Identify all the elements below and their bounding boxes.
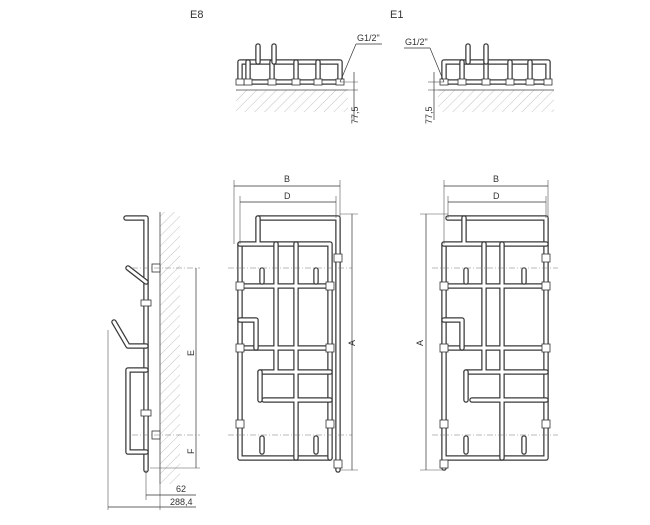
- front-right-dim-b-label: B: [493, 174, 499, 184]
- front-left-pipework: [235, 215, 343, 473]
- e8-wall-hatch: [236, 90, 348, 112]
- side-wall-hatch: [160, 212, 180, 484]
- e1-radiator-top: [439, 43, 553, 86]
- side-dim-e-label: E: [186, 350, 196, 356]
- e1-title: E1: [390, 9, 403, 21]
- e1-thread-leader: [429, 47, 445, 83]
- front-right-dim-a-label: A: [415, 340, 425, 346]
- e1-wall-hatch: [438, 90, 554, 112]
- top-view-e1: E1 G1/2" 77,5: [390, 9, 554, 124]
- e8-thread-leader: [339, 43, 357, 83]
- front-right-pipework: [439, 215, 551, 471]
- side-view: E F 62 288,4: [107, 212, 200, 510]
- e8-radiator-top: [235, 43, 345, 86]
- front-view-left: B D A: [228, 174, 358, 473]
- e1-thread-label: G1/2": [405, 37, 428, 47]
- front-left-dim-a-label: A: [347, 340, 357, 346]
- e8-title: E8: [190, 9, 203, 21]
- front-left-dim-d-label: D: [284, 191, 291, 201]
- side-dim-288-label: 288,4: [170, 497, 193, 507]
- front-left-dim-b-label: B: [284, 174, 290, 184]
- e8-thread-label: G1/2": [357, 33, 380, 43]
- side-dim-62-label: 62: [176, 484, 186, 494]
- front-right-dim-d-label: D: [493, 191, 500, 201]
- e8-height-label: 77,5: [350, 106, 360, 124]
- front-view-right: B D A: [415, 174, 558, 471]
- top-view-e8: E8 G1/2" 77,5: [190, 9, 382, 124]
- side-radiator-profile: [111, 215, 161, 473]
- e1-height-label: 77,5: [424, 106, 434, 124]
- side-dim-f-label: F: [186, 448, 196, 454]
